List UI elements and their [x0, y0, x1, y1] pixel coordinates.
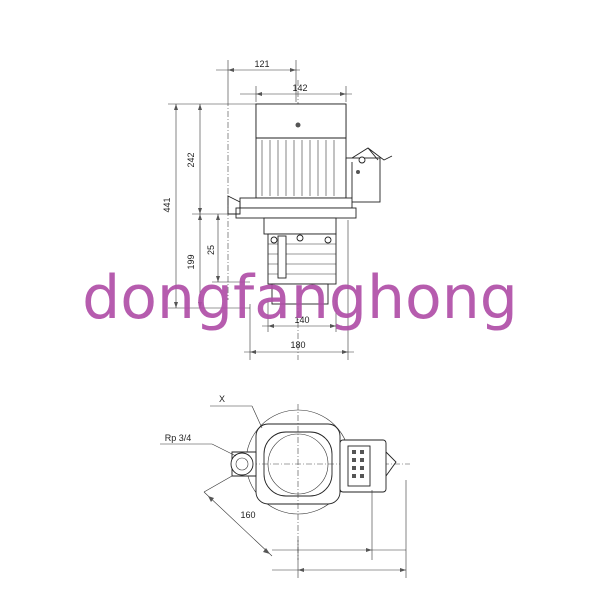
label-rp: Rp 3/4 — [165, 433, 192, 443]
dim-242-label: 242 — [186, 152, 196, 167]
terminal-box — [345, 157, 381, 203]
dim-199-label: 199 — [186, 254, 196, 269]
mounting-flange — [235, 207, 357, 219]
label-x: X — [219, 394, 225, 404]
plan-view: X Rp 3/4 160 — [160, 394, 410, 578]
dim-142-label: 142 — [292, 83, 307, 93]
elevation-view: 121 142 441 242 199 25 — [162, 59, 393, 360]
dim-25-label: 25 — [206, 245, 216, 255]
watermark-text: dongfanghong — [82, 263, 518, 333]
dim-441-label: 441 — [162, 197, 172, 212]
dim-140-label: 140 — [294, 315, 309, 325]
dim-180-label: 180 — [290, 340, 305, 350]
dim-121-label: 121 — [254, 59, 269, 69]
dim-160-label: 160 — [240, 510, 255, 520]
